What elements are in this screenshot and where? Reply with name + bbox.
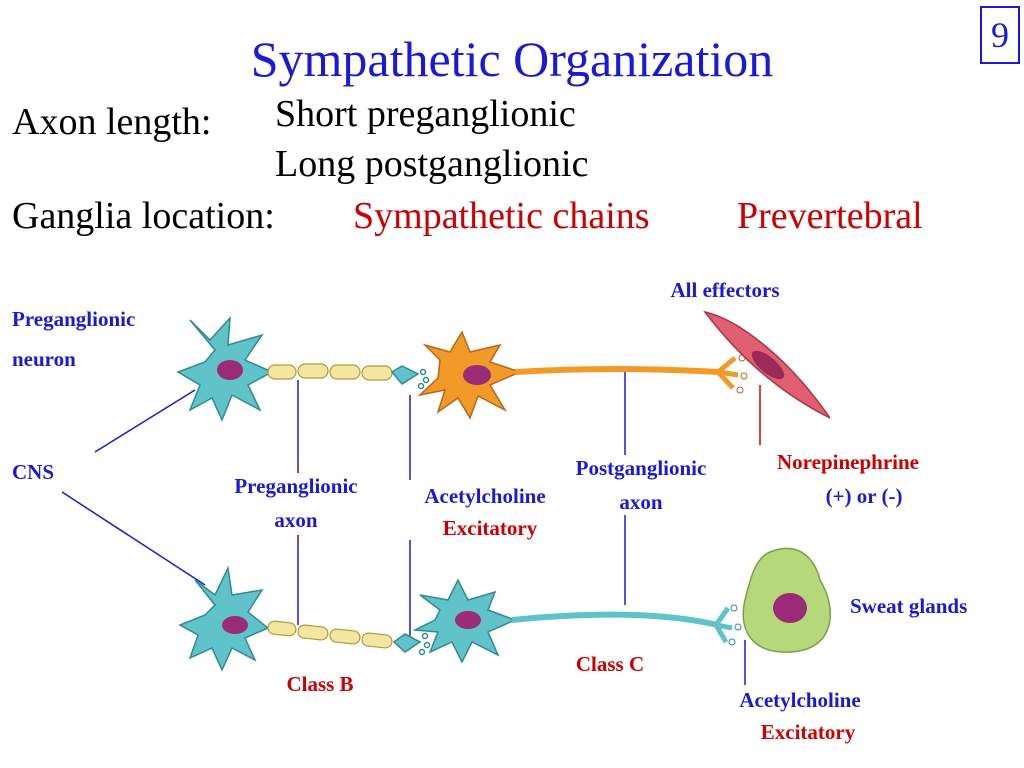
top-postganglionic-neuron	[417, 330, 748, 420]
bottom-synapse-terminal	[392, 632, 431, 656]
acetylcholine-bottom-label: Acetylcholine	[739, 688, 861, 712]
excitatory-bottom-label: Excitatory	[760, 720, 856, 744]
slide-number: 9	[980, 6, 1020, 64]
smooth-muscle-effector	[703, 310, 831, 419]
postganglionic-axon-label-2: axon	[619, 490, 663, 514]
preganglionic-axon-label-2: axon	[274, 508, 318, 532]
axon-length-short: Short preganglionic	[275, 93, 576, 135]
postganglionic-axon-label-1: Postganglionic	[575, 456, 707, 480]
top-preganglionic-neuron	[176, 315, 274, 422]
cns-top-line	[94, 389, 196, 453]
sweat-glands-label: Sweat glands	[850, 594, 968, 618]
acetylcholine-top-label: Acetylcholine	[424, 484, 546, 508]
all-effectors-label: All effectors	[670, 278, 780, 302]
bottom-postganglionic-neuron	[412, 578, 742, 664]
preganglionic-axon-label-1: Preganglionic	[234, 474, 358, 498]
bottom-myelinated-axon	[267, 620, 393, 649]
slide-title: Sympathetic Organization	[250, 31, 774, 87]
ganglia-location-chains: Sympathetic chains	[353, 195, 650, 237]
class-c-label: Class C	[575, 652, 645, 676]
sweat-gland-effector	[742, 547, 832, 653]
preganglionic-neuron-label-2: neuron	[12, 347, 76, 371]
axon-length-long: Long postganglionic	[275, 143, 589, 185]
norepinephrine-label: Norepinephrine	[777, 450, 919, 474]
ganglia-location-label: Ganglia location:	[12, 195, 275, 237]
pre-bottom-nucleus	[222, 616, 248, 634]
class-b-label: Class B	[286, 672, 354, 696]
bottom-preganglionic-neuron	[178, 565, 270, 672]
cns-label: CNS	[12, 460, 55, 484]
preganglionic-neuron-label-1: Preganglionic	[12, 307, 136, 331]
top-myelinated-axon	[267, 363, 393, 381]
ganglia-location-prevertebral: Prevertebral	[737, 195, 923, 237]
post-bottom-nucleus	[455, 611, 481, 629]
cns-bottom-line	[61, 491, 206, 586]
excitatory-top-label: Excitatory	[442, 516, 538, 540]
connector-lines	[61, 370, 746, 685]
pre-top-nucleus	[217, 360, 243, 380]
top-synapse-terminal	[390, 365, 430, 390]
ne-effect-label: (+) or (-)	[825, 484, 903, 508]
axon-length-label: Axon length:	[12, 101, 212, 143]
post-top-nucleus	[463, 365, 491, 385]
